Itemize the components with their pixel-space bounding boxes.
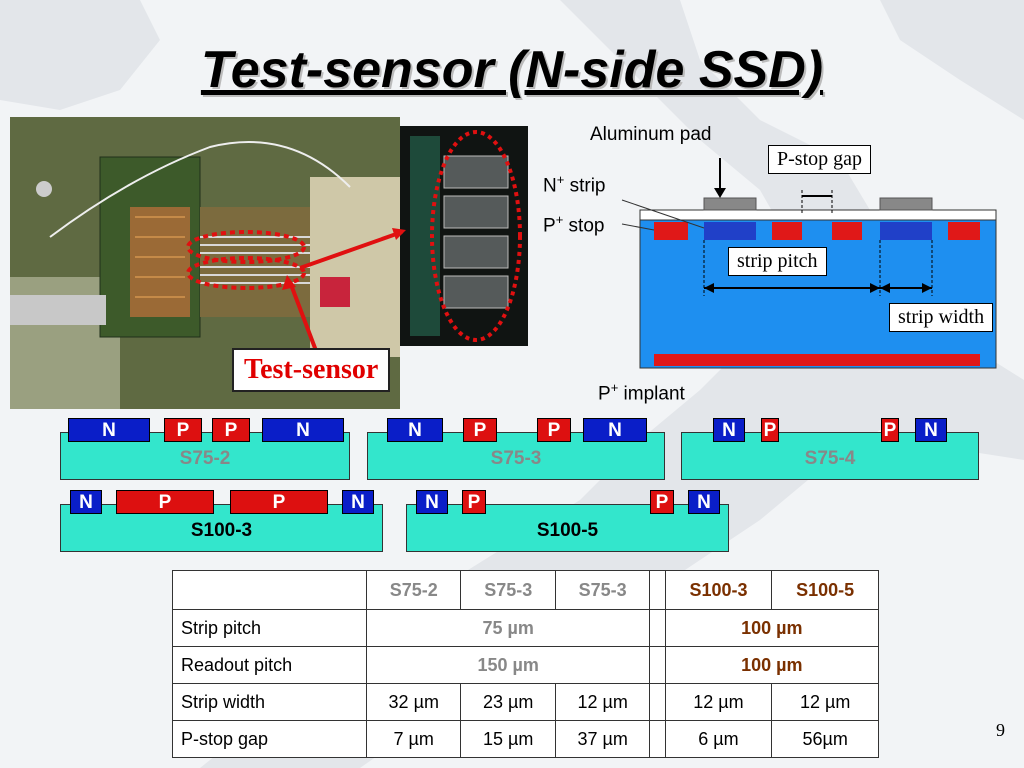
aluminum-pad-label: Aluminum pad: [590, 124, 712, 145]
table-cell: 15 µm: [460, 720, 556, 758]
row-label: Readout pitch: [171, 646, 368, 684]
zoomed-strip-photo: [400, 126, 528, 346]
pstop-gap-label: P-stop gap: [768, 145, 871, 174]
table-header: S75-2: [366, 570, 462, 610]
table-cell: 12 µm: [771, 683, 879, 721]
table-cell: 150 µm: [366, 646, 651, 684]
table-cell: 12 µm: [664, 683, 773, 721]
table-cell: 6 µm: [664, 720, 773, 758]
n-chip: N: [416, 490, 448, 514]
table-spacer: [649, 683, 666, 721]
sensor-name: S75-3: [490, 448, 542, 469]
p-chip: P: [650, 490, 674, 514]
p-chip: P: [230, 490, 328, 514]
table-row: Strip pitch 75 µm 100 µm: [171, 609, 880, 647]
table-header: S100-5: [771, 570, 879, 610]
row-label: Strip width: [171, 683, 368, 721]
sensor-name: S100-3: [190, 520, 253, 541]
p-stop-label: P+ stop: [543, 212, 605, 237]
n-chip: N: [342, 490, 374, 514]
table-cell: 100 µm: [664, 646, 880, 684]
n-chip: N: [583, 418, 647, 442]
p-implant-label: P+ implant: [598, 380, 685, 405]
table-cell: 32 µm: [366, 683, 462, 721]
table-row: Readout pitch 150 µm 100 µm: [171, 646, 880, 684]
sensor-photo: [10, 117, 400, 409]
p-chip: P: [116, 490, 214, 514]
table-corner: [171, 570, 368, 610]
table-row: P-stop gap 7 µm 15 µm 37 µm 6 µm 56µm: [171, 720, 879, 758]
n-chip: N: [915, 418, 947, 442]
sensor-name: S100-5: [536, 520, 599, 541]
n-chip: N: [262, 418, 344, 442]
p-chip: P: [463, 418, 497, 442]
row-label: Strip pitch: [171, 609, 368, 647]
table-spacer: [649, 720, 666, 758]
table-spacer: [649, 609, 666, 647]
slide-title: Test-sensor (N-side SSD): [200, 41, 824, 99]
table-spacer: [649, 646, 666, 684]
n-chip: N: [713, 418, 745, 442]
table-cell: 56µm: [771, 720, 879, 758]
sensor-name: S75-2: [179, 448, 231, 469]
table-header: S100-3: [664, 570, 773, 610]
table-cell: 7 µm: [366, 720, 462, 758]
strip-width-label: strip width: [889, 303, 994, 332]
row-label: P-stop gap: [171, 720, 368, 758]
n-chip: N: [70, 490, 102, 514]
table-cell: 37 µm: [554, 720, 651, 758]
table-spacer: [649, 570, 666, 610]
table-header: S75-3: [460, 570, 556, 610]
strip-pitch-label: strip pitch: [728, 247, 827, 276]
p-chip: P: [881, 418, 899, 442]
table-cell: 100 µm: [664, 609, 880, 647]
n-chip: N: [387, 418, 443, 442]
table-header-row: S75-2 S75-3 S75-3 S100-3 S100-5: [171, 570, 879, 610]
test-sensor-label: Test-sensor: [232, 348, 391, 392]
sensor-parameters-table: S75-2 S75-3 S75-3 S100-3 S100-5 Strip pi…: [171, 570, 880, 758]
n-chip: N: [688, 490, 720, 514]
table-cell: 23 µm: [460, 683, 556, 721]
p-chip: P: [462, 490, 486, 514]
p-chip: P: [164, 418, 202, 442]
p-chip: P: [212, 418, 250, 442]
cross-section-diagram: [621, 158, 997, 369]
table-row: Strip width 32 µm 23 µm 12 µm 12 µm 12 µ…: [171, 683, 879, 721]
n-strip-label: N+ strip: [543, 172, 606, 197]
sensor-name: S75-4: [804, 448, 856, 469]
table-cell: 12 µm: [554, 683, 651, 721]
table-header: S75-3: [554, 570, 651, 610]
page-number: 9: [996, 720, 1005, 740]
n-chip: N: [68, 418, 150, 442]
table-cell: 75 µm: [366, 609, 651, 647]
p-chip: P: [537, 418, 571, 442]
p-chip: P: [761, 418, 779, 442]
